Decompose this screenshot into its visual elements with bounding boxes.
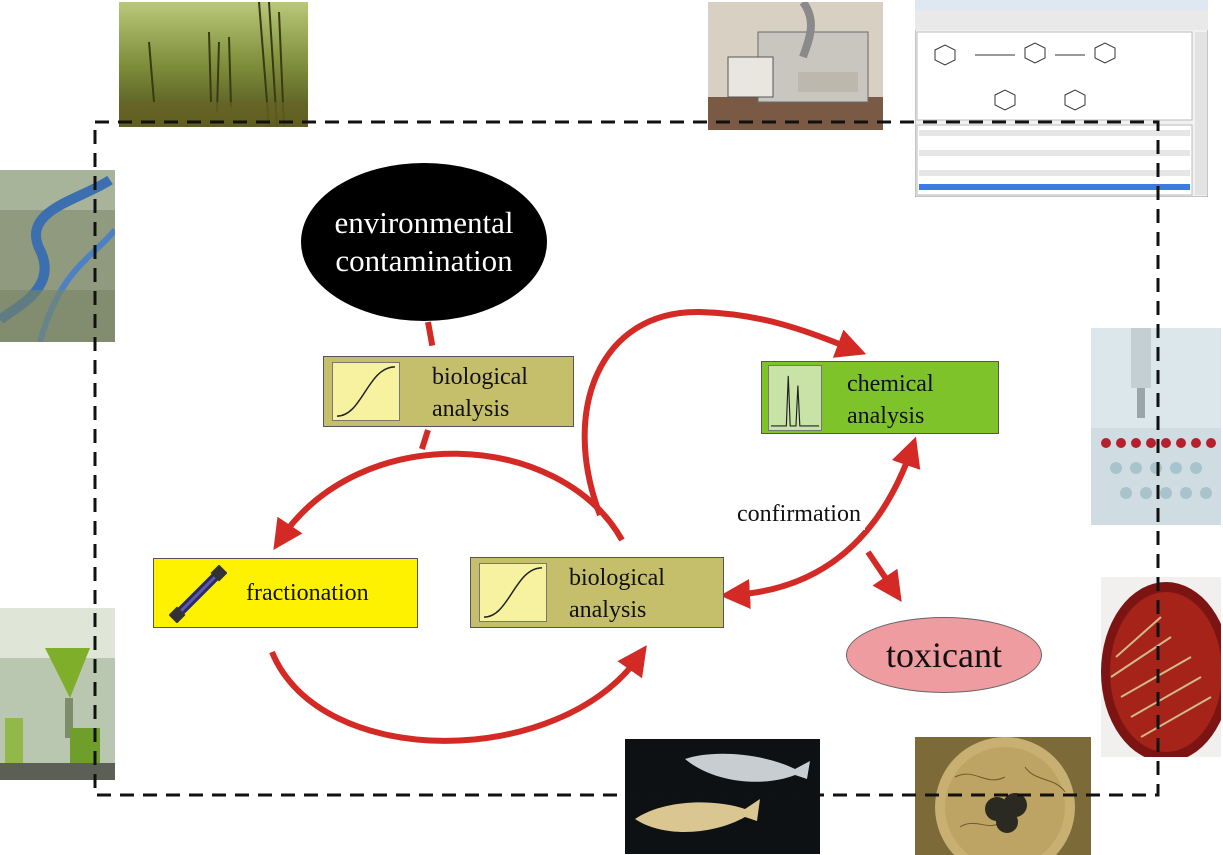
toxicant-node: toxicant — [846, 617, 1042, 693]
chemical-analysis-box: chemical analysis — [761, 361, 999, 434]
environmental-contamination-line1: environmental — [334, 205, 514, 240]
biological-analysis-top-box: biological analysis — [323, 356, 574, 427]
robotic-sampler-photo — [708, 2, 883, 130]
chemical-analysis-line2: analysis — [847, 403, 925, 429]
fractionation-box: fractionation — [153, 558, 418, 628]
confirmation-label: confirmation — [733, 498, 865, 530]
toxicant-label: toxicant — [886, 635, 1002, 675]
bio-to-chemical-arrow — [581, 308, 867, 517]
biological-analysis-top-line1: biological — [432, 364, 528, 390]
loop-to-fractionation-arrow — [273, 450, 625, 550]
chromatogram-icon — [768, 365, 822, 431]
software-screenshot-photo — [915, 0, 1208, 197]
sigmoid-curve-icon — [479, 563, 547, 622]
chromatography-column-icon — [169, 565, 227, 623]
fractionation-to-bio-arrow — [269, 645, 647, 744]
fractionation-label: fractionation — [246, 580, 369, 606]
biological-analysis-mid-line2: analysis — [569, 597, 647, 623]
biological-analysis-top-line2: analysis — [432, 396, 510, 422]
environmental-contamination-node: environmental contamination — [301, 163, 547, 321]
confirmation-arrow — [720, 436, 921, 609]
dashed-frame — [93, 120, 1160, 797]
to-toxicant-arrow — [865, 550, 902, 602]
sigmoid-curve-icon — [332, 362, 400, 421]
bio-top-to-loop-arrow — [417, 429, 431, 456]
biological-analysis-mid-box: biological analysis — [470, 557, 724, 628]
contamination-to-bio-arrow — [425, 321, 437, 356]
biological-analysis-mid-line1: biological — [569, 565, 665, 591]
microplate-pipetting-photo — [1091, 328, 1221, 525]
underwater-plants-photo — [119, 2, 308, 127]
environmental-contamination-line2: contamination — [335, 243, 513, 278]
chemical-analysis-line1: chemical — [847, 371, 934, 397]
bacteria-petri-dish-photo — [1101, 577, 1221, 757]
